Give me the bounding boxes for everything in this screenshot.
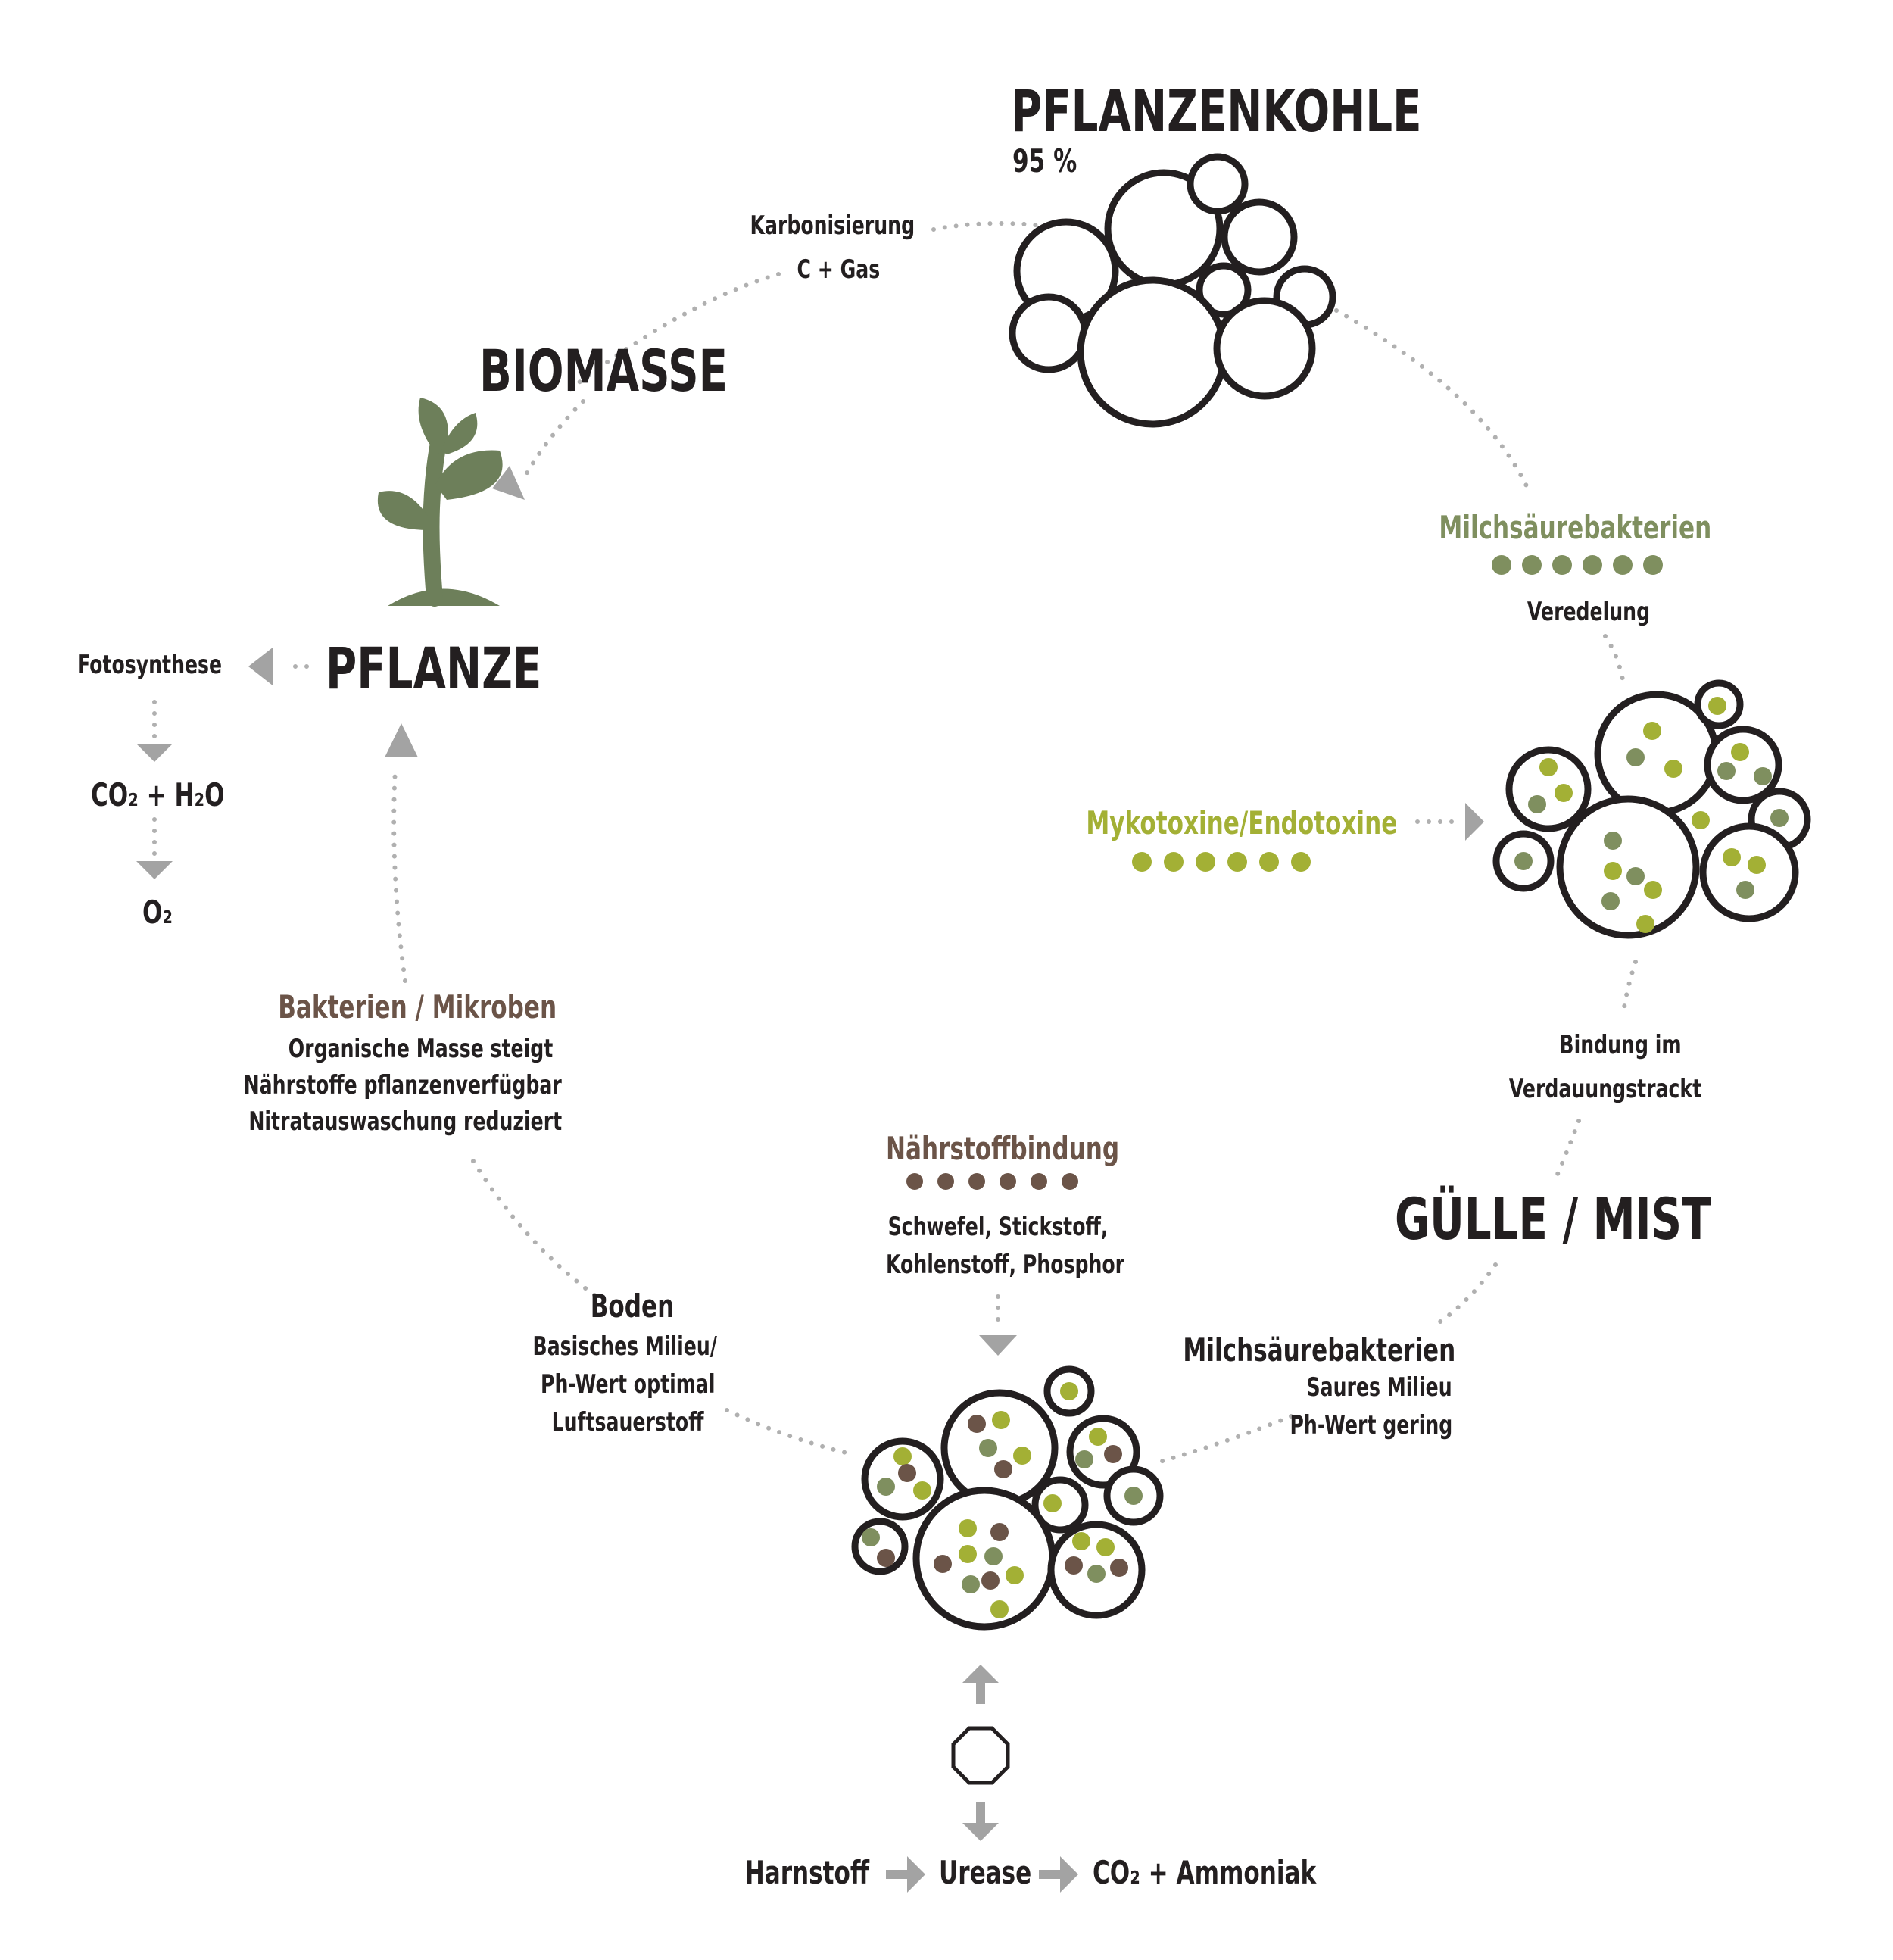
guelle-title: GÜLLE / MIST: [1395, 1185, 1711, 1253]
arrowheads: [136, 466, 1484, 1893]
connector-verdauung: [1554, 1119, 1581, 1180]
connector-biomasse-karbon: [562, 272, 781, 396]
naehrstoff-dots: [906, 1173, 1078, 1190]
naehrstoffbindung-label: Nährstoffbindung: [886, 1130, 1120, 1167]
co2-ammoniak-label: CO₂ + Ammoniak: [1093, 1854, 1317, 1891]
arrow-icon: [492, 466, 525, 500]
karbonisierung-label: Karbonisierung: [750, 211, 915, 241]
veredelung-label: Veredelung: [1527, 597, 1651, 627]
arrow-icon: [907, 1856, 925, 1893]
ph-optimal-label: Ph-Wert optimal: [541, 1369, 716, 1400]
milch-dots-top: [1492, 555, 1663, 575]
pflanzenkohle-title: PFLANZENKOHLE: [1011, 77, 1422, 145]
octagon-icon: [951, 1726, 1010, 1785]
cycle-connectors: [152, 220, 1638, 1465]
naehrstoffe-label: Nährstoffe pflanzenverfügbar: [243, 1070, 562, 1100]
harnstoff-label: Harnstoff: [744, 1854, 869, 1891]
basisch-label: Basisches Milieu/: [532, 1331, 717, 1362]
pore-circle: [1196, 262, 1252, 318]
boden-label: Boden: [590, 1287, 675, 1325]
connector-bakterien-pflanze: [391, 766, 407, 983]
co2-h2o-label: CO₂ + H₂O: [91, 776, 225, 813]
connector-boden-center: [725, 1408, 854, 1456]
arrow-icon: [976, 1681, 985, 1704]
arrow-icon: [976, 1802, 985, 1825]
pflanze-title: PFLANZE: [326, 635, 542, 702]
connector-veredelung: [1603, 634, 1626, 691]
myko-label: Mykotoxine/Endotoxine: [1086, 804, 1397, 841]
milch-bottom-label: Milchsäurebakterien: [1183, 1331, 1455, 1369]
arrow-icon: [136, 744, 173, 762]
org-masse-label: Organische Masse steigt: [288, 1034, 553, 1064]
saures-milieu-label: Saures Milieu: [1306, 1372, 1452, 1403]
connector-milch-center: [1152, 1414, 1293, 1465]
pflanzenkohle-percent: 95 %: [1012, 142, 1077, 179]
connector-karbonisierung: [931, 220, 1046, 232]
pore-circle: [1221, 198, 1298, 276]
fotosynthese-label: Fotosynthese: [77, 650, 223, 680]
pore-circle: [1077, 276, 1228, 428]
soil-cluster: [851, 1365, 1164, 1631]
bindung-label-2: Verdauungstrackt: [1508, 1074, 1702, 1104]
ph-gering-label: Ph-Wert gering: [1290, 1410, 1452, 1440]
o2-label: O₂: [142, 894, 173, 931]
arrow-icon: [979, 1335, 1017, 1356]
urease-label: Urease: [939, 1854, 1032, 1891]
c-gas-label: C + Gas: [797, 254, 880, 285]
arrow-icon: [886, 1870, 909, 1879]
kohlenstoff-label: Kohlenstoff, Phosphor: [886, 1250, 1125, 1280]
pore-circle: [1213, 297, 1316, 400]
schwefel-label: Schwefel, Stickstoff,: [887, 1212, 1109, 1242]
luftsauerstoff-label: Luftsauerstoff: [552, 1407, 704, 1437]
toxin-dots: [1514, 697, 1789, 933]
arrow-icon: [962, 1665, 999, 1683]
bindung-label-1: Bindung im: [1559, 1030, 1682, 1060]
arrow-icon: [1039, 1870, 1062, 1879]
pflanzenkohle-cluster: [1009, 153, 1336, 428]
seedling-icon: [377, 398, 503, 607]
connector-bakterien-boden: [467, 1153, 597, 1297]
arrow-icon: [385, 723, 418, 757]
biomasse-title: BIOMASSE: [479, 337, 728, 404]
milch-top-label: Milchsäurebakterien: [1439, 509, 1712, 546]
arrow-icon: [1060, 1856, 1078, 1893]
connector-guelle: [1433, 1262, 1498, 1328]
pore-circle: [1187, 153, 1249, 215]
nitrat-label: Nitratauswaschung reduziert: [248, 1106, 562, 1137]
bakterien-label: Bakterien / Mikroben: [278, 988, 557, 1025]
arrow-icon: [136, 861, 173, 879]
arrow-icon: [962, 1823, 999, 1841]
nutrient-dots: [862, 1382, 1143, 1618]
connector-bindung: [1622, 960, 1638, 1010]
connector-plant-biomasse: [520, 399, 585, 483]
myko-dots: [1132, 852, 1311, 872]
pore-circle: [1009, 293, 1089, 373]
arrow-icon: [248, 648, 273, 685]
veredelung-cluster: [1492, 679, 1811, 939]
arrow-icon: [1465, 803, 1484, 841]
connector-kohle-milch: [1334, 308, 1532, 495]
